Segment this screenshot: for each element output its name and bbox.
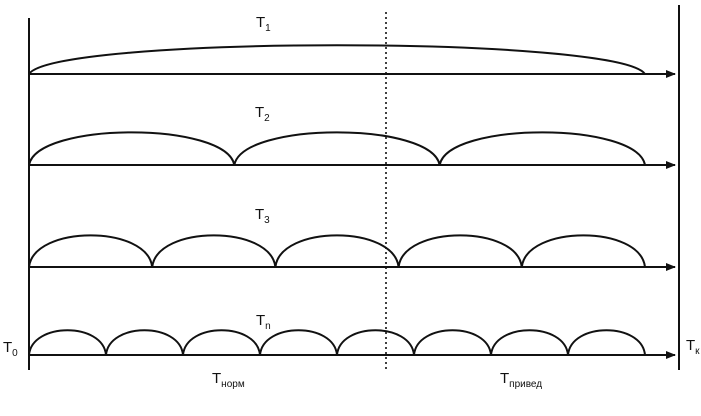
cycle-arc <box>259 329 338 356</box>
period-label: T3 <box>255 206 270 226</box>
cycle-arc <box>28 44 646 75</box>
cycle-row: T2 <box>28 104 676 169</box>
cycle-arc <box>233 131 441 166</box>
cycle-arc <box>438 131 646 166</box>
cycle-row: T1 <box>28 14 676 78</box>
cycle-arc <box>413 329 492 356</box>
period-label: T2 <box>255 104 270 124</box>
cycle-row: T3 <box>28 206 676 271</box>
cycle-arc <box>274 234 400 268</box>
normative-period-label: Tнорм <box>212 370 245 390</box>
end-label: Tк <box>686 337 700 357</box>
cycle-arc <box>336 329 415 356</box>
cycle-arc <box>520 234 646 268</box>
cycle-arc <box>567 329 646 356</box>
cycle-arc <box>151 234 277 268</box>
reduced-period-label: Tпривед <box>500 370 542 390</box>
cycle-arc <box>28 131 236 166</box>
cycle-arc <box>182 329 261 356</box>
period-label: Tn <box>256 312 271 332</box>
start-label: T0 <box>3 339 18 359</box>
cycle-arc <box>28 329 107 356</box>
cycle-arc <box>105 329 184 356</box>
cycle-row: Tn <box>28 312 676 359</box>
period-label: T1 <box>256 14 271 34</box>
cycle-arc <box>490 329 569 356</box>
cycle-arc <box>28 234 154 268</box>
cycle-arc <box>397 234 523 268</box>
